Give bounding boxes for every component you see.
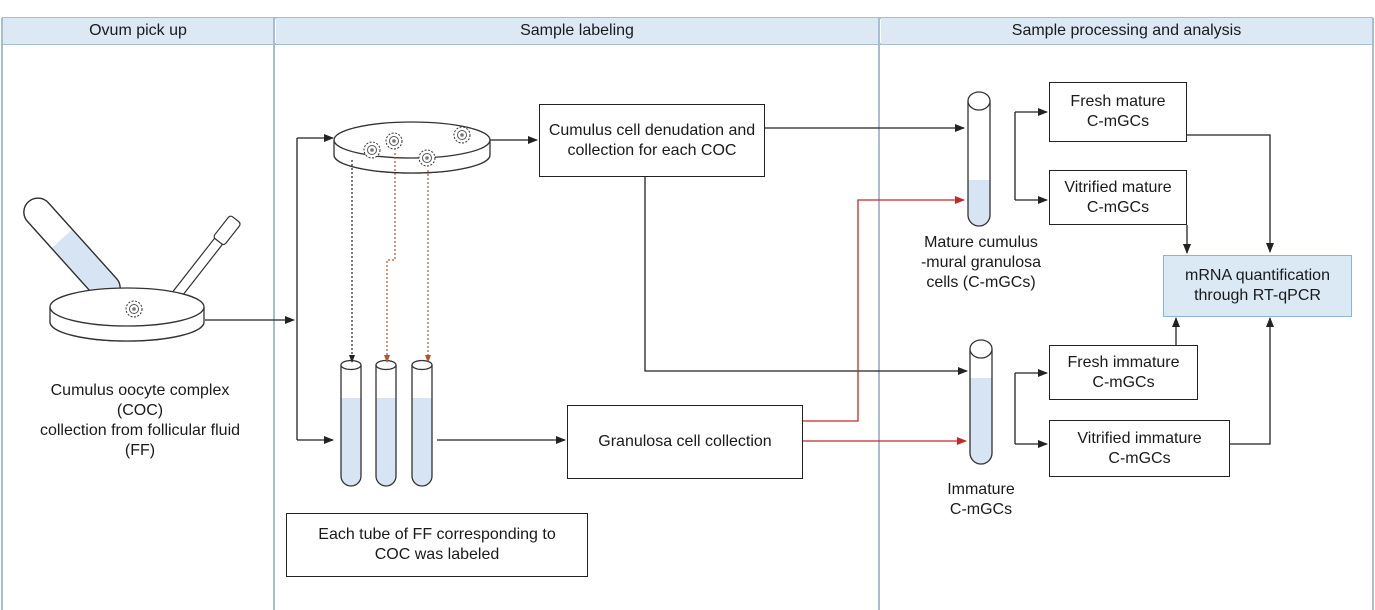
immature-cells-label: Immature C-mGCs: [947, 481, 1015, 518]
oocyte-icon: [125, 300, 143, 318]
mrna-quantification-box: mRNA quantification through RT-qPCR: [1163, 255, 1352, 317]
panel-header-sample-labeling: Sample labeling: [276, 18, 878, 44]
denudation-step-box: Cumulus cell denudation and collection f…: [539, 104, 765, 177]
labeling-petri-dish-icon: [333, 121, 491, 174]
red-connectors: [803, 196, 967, 445]
ovum-pickup-illustration: [23, 197, 241, 342]
petri-dish-icon: [49, 287, 205, 342]
fresh-immature-box: Fresh immature C-mGCs: [1049, 345, 1198, 400]
vitrified-immature-box: Vitrified immature C-mGCs: [1049, 420, 1230, 477]
ff-tubes: [340, 359, 433, 487]
panel-header-ovum-pickup: Ovum pick up: [3, 18, 273, 44]
connectors: [205, 108, 1274, 448]
mature-cells-label: Mature cumulus -mural granulosa cells (C…: [920, 234, 1042, 291]
vitrified-mature-box: Vitrified mature C-mGCs: [1049, 170, 1187, 225]
tube-labeling-box: Each tube of FF corresponding to COC was…: [286, 513, 588, 577]
granulosa-collection-box: Granulosa cell collection: [567, 405, 803, 479]
immature-cells-tube-icon: [969, 339, 993, 465]
dotted-label-lines: [349, 153, 431, 363]
collection-tube-icon: [23, 197, 121, 303]
panel-header-sample-processing: Sample processing and analysis: [881, 18, 1372, 44]
mature-cells-tube-icon: [967, 91, 991, 227]
coc-collection-label: Cumulus oocyte complex (COC) collection …: [39, 382, 241, 459]
fresh-mature-box: Fresh mature C-mGCs: [1049, 82, 1187, 142]
